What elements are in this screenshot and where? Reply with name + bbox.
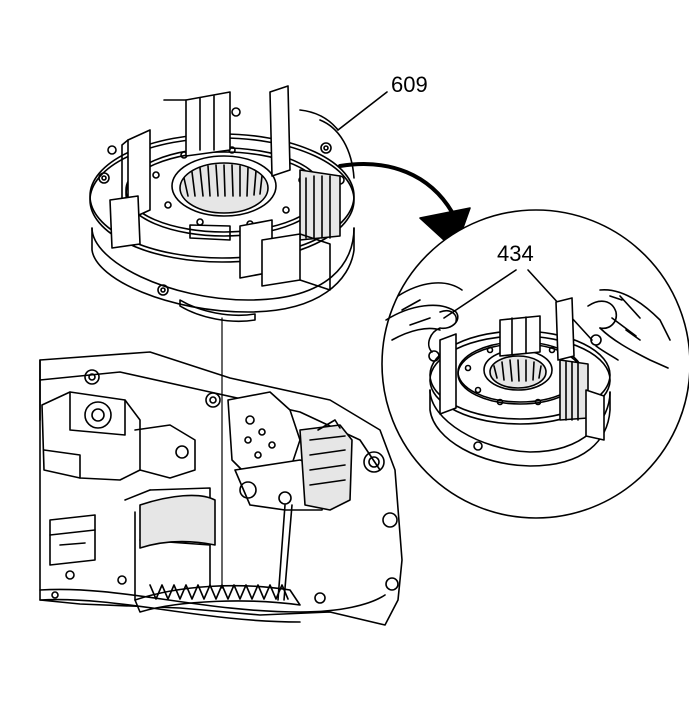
transmission-case	[39, 351, 403, 626]
callout-434-label: 434	[497, 241, 534, 266]
leader-line-434-left	[443, 269, 517, 319]
callout-609-label: 609	[391, 72, 428, 97]
clutch-housing-609	[89, 85, 355, 323]
leader-line-609	[337, 91, 388, 131]
detail-view-circle	[381, 209, 689, 519]
